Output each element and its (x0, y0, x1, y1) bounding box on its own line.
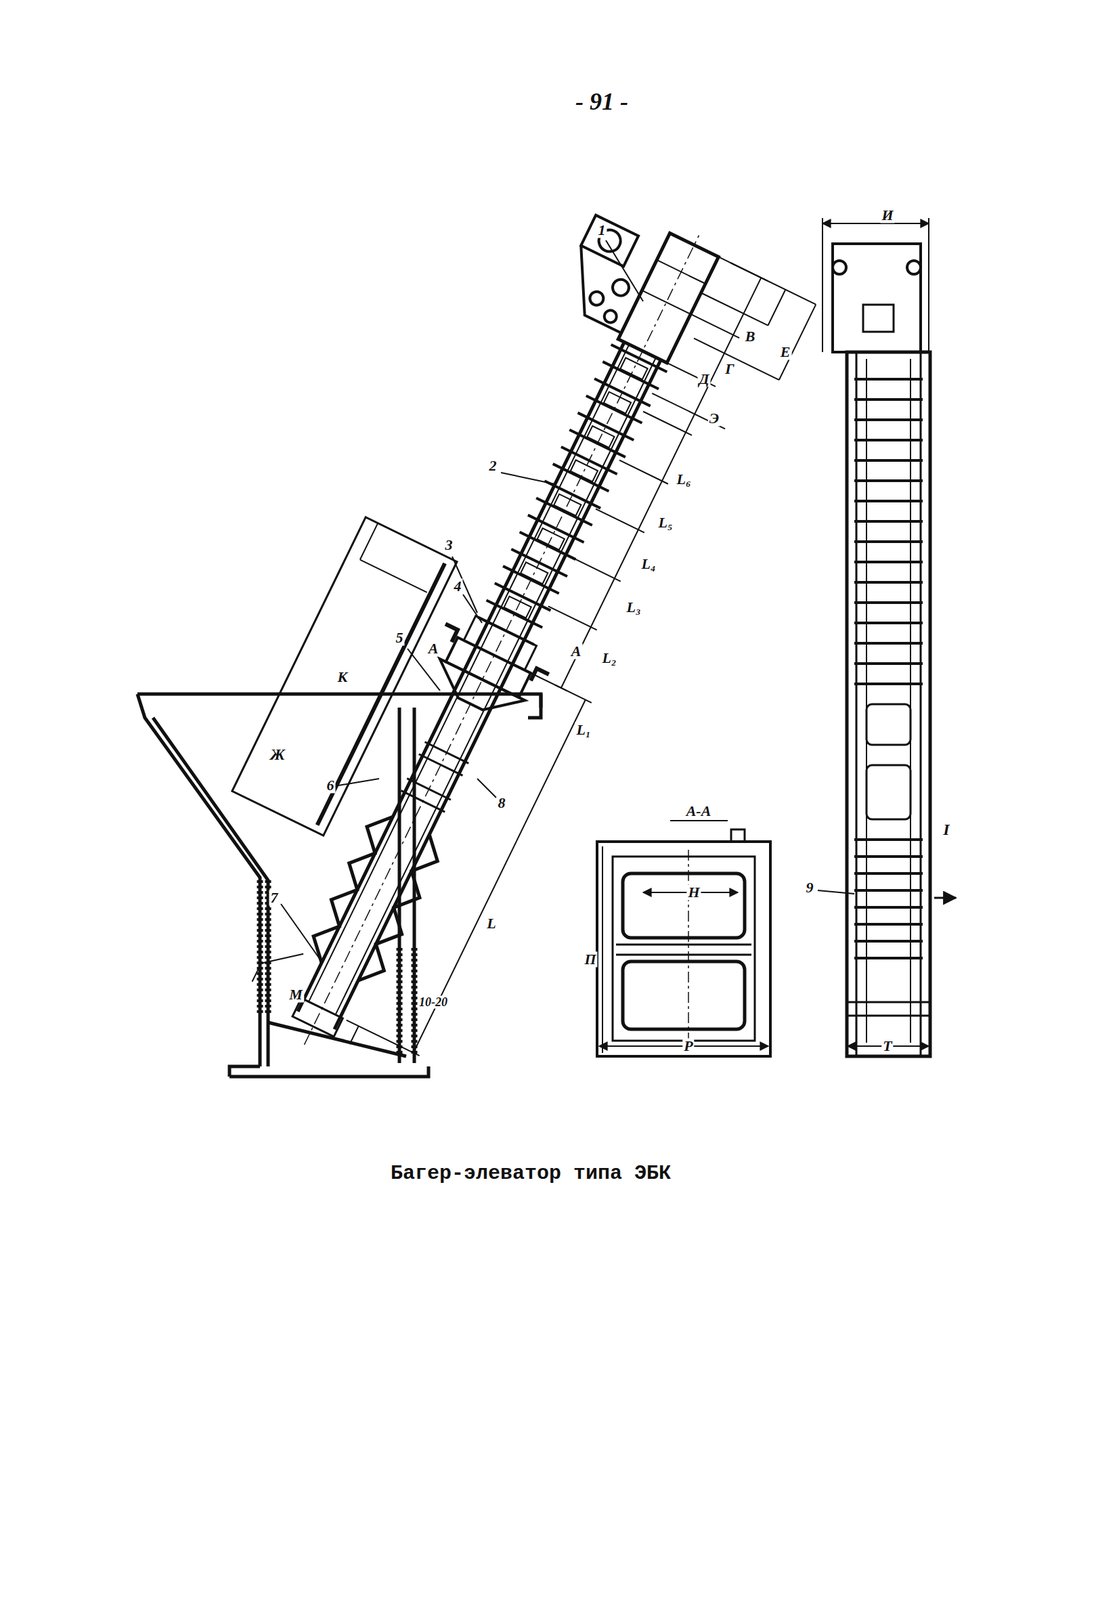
drawing-label: I (941, 821, 951, 839)
leader-lines (280, 240, 644, 962)
drawing-label: Е (779, 343, 793, 360)
drawing-label: 2 (488, 457, 499, 474)
drawing-label: 4 (452, 578, 464, 594)
drawing-label: К (336, 668, 350, 685)
drawing-label: 5 (394, 629, 405, 646)
drawing-label: 7 (269, 889, 280, 906)
drawing-label: Г (723, 360, 736, 377)
drawing-label: 1 (597, 222, 608, 238)
drawing-label: Э (708, 410, 721, 426)
page-number: - 91 - (574, 89, 630, 116)
drawing-label: L₄ (639, 555, 657, 572)
drawing-label: 3 (444, 536, 455, 553)
figure-caption: Багер-элеватор типа ЭБК (390, 1161, 671, 1185)
drawing-label: Н (686, 884, 701, 900)
drawing-label: А-А (685, 802, 713, 819)
drawing-label: М (287, 986, 304, 1002)
drawing-label: 6 (325, 777, 336, 793)
drawing-label: П (582, 951, 598, 967)
drawing-label: Р (682, 1037, 694, 1054)
drawing-label: 9 (804, 879, 816, 895)
drawing-label: 8 (496, 794, 508, 811)
drawing-label: Т (881, 1037, 893, 1054)
drawing-label: А (427, 640, 441, 656)
drawing-label: L₆ (674, 471, 692, 487)
side-view (817, 217, 956, 1057)
drawing-label: Д (697, 370, 711, 387)
drawing-label: L₁ (574, 721, 592, 738)
drawing-label: L (485, 915, 497, 931)
drawing-label: А (569, 643, 583, 659)
drawing-label: Ж (268, 746, 287, 763)
elevator-body (146, 158, 821, 1105)
section-view (597, 820, 771, 1057)
drawing-label: L₃ (624, 599, 642, 615)
drawing-label: L₂ (600, 649, 618, 666)
drawing-label: И (880, 207, 895, 223)
drawing-label: L₅ (656, 514, 674, 531)
drawing-label: В (743, 328, 757, 344)
drawing-label: 10-20 (417, 995, 449, 1009)
